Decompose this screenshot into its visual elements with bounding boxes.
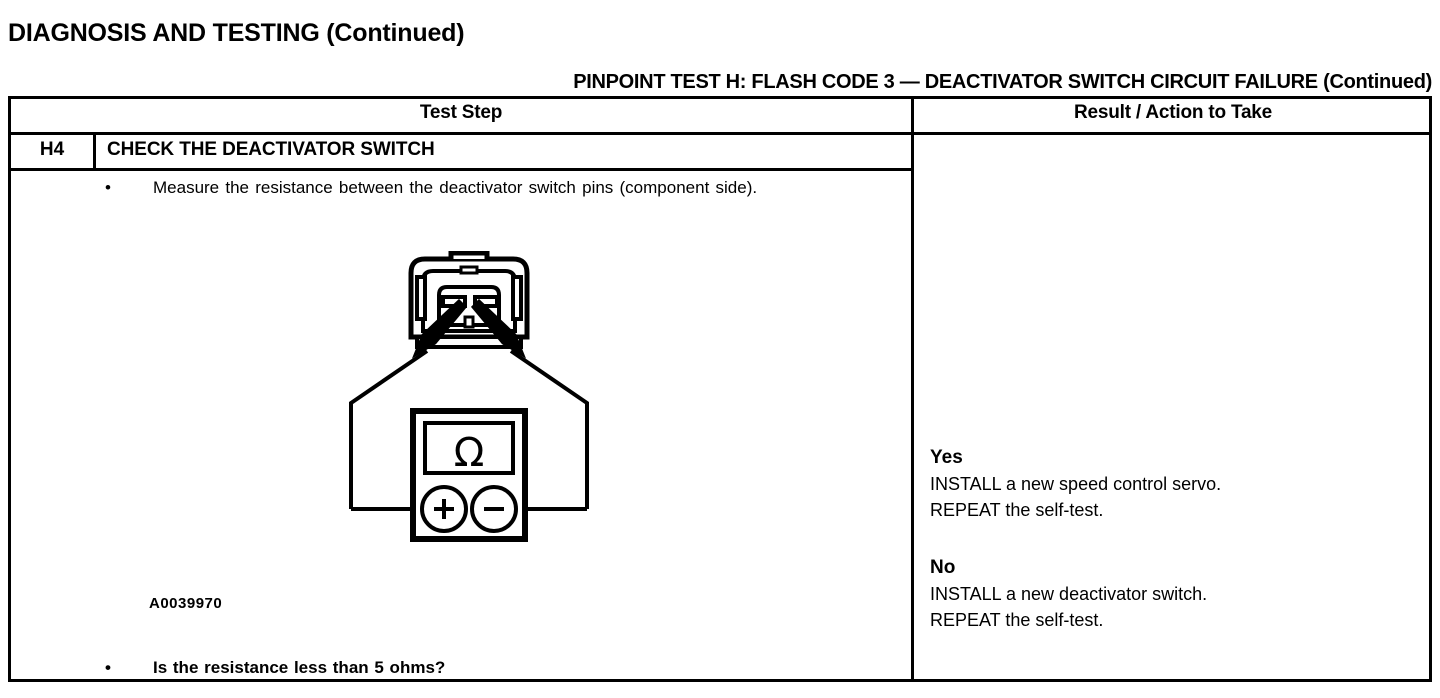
result-no-line-1: INSTALL a new deactivator switch. bbox=[930, 584, 1208, 604]
result-yes-line-2: REPEAT the self-test. bbox=[930, 500, 1104, 520]
deactivator-switch-connector bbox=[408, 251, 530, 349]
result-no-line-2: REPEAT the self-test. bbox=[930, 610, 1104, 630]
result-no-block: No INSTALL a new deactivator switch. REP… bbox=[930, 555, 1207, 633]
ohmmeter-test-figure: Ω bbox=[339, 251, 599, 561]
result-yes-block: Yes INSTALL a new speed control servo. R… bbox=[930, 445, 1221, 523]
bullet-dot-icon: • bbox=[105, 178, 111, 197]
column-header-result-action: Result / Action to Take bbox=[1073, 102, 1273, 123]
probe-tip-left bbox=[411, 298, 468, 359]
multimeter bbox=[410, 408, 528, 542]
page-subtitle: PINPOINT TEST H: FLASH CODE 3 — DEACTIVA… bbox=[573, 70, 1432, 93]
question-bullet-item: • Is the resistance less than 5 ohms? bbox=[101, 657, 893, 679]
step-id-divider bbox=[93, 135, 96, 168]
header-rule bbox=[11, 132, 1429, 135]
bullet-dot-icon: • bbox=[105, 658, 111, 677]
pinpoint-test-table: Test Step Result / Action to Take H4 CHE… bbox=[8, 96, 1432, 682]
table-header-row: Test Step Result / Action to Take bbox=[11, 99, 1429, 132]
column-divider bbox=[911, 99, 914, 679]
ohm-symbol: Ω bbox=[454, 430, 485, 476]
figure-id-label: A0039970 bbox=[149, 595, 223, 612]
question-text: Is the resistance less than 5 ohms? bbox=[153, 658, 446, 677]
plus-glyph bbox=[434, 499, 454, 519]
page-title: DIAGNOSIS AND TESTING (Continued) bbox=[8, 18, 465, 47]
instruction-bullet-item: • Measure the resistance between the dea… bbox=[101, 177, 893, 199]
result-yes-label: Yes bbox=[930, 447, 963, 468]
probe-tip-right bbox=[470, 298, 527, 359]
multimeter-display bbox=[423, 421, 515, 475]
result-yes-line-1: INSTALL a new speed control servo. bbox=[930, 474, 1222, 494]
step-row-rule bbox=[11, 168, 911, 171]
column-header-test-step: Test Step bbox=[419, 102, 503, 123]
result-action-cell: Yes INSTALL a new speed control servo. R… bbox=[914, 99, 1429, 679]
ohmmeter-diagram-svg: Ω bbox=[349, 251, 589, 542]
step-title: CHECK THE DEACTIVATOR SWITCH bbox=[107, 139, 435, 160]
step-id: H4 bbox=[39, 139, 65, 160]
result-no-label: No bbox=[930, 557, 956, 578]
instruction-text: Measure the resistance between the deact… bbox=[153, 178, 758, 197]
